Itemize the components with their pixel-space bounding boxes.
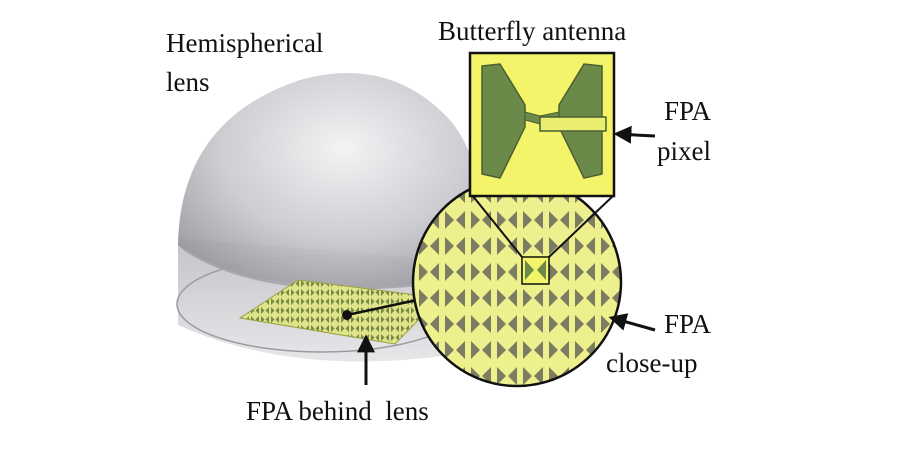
antenna-feed-line [539,116,607,132]
closeup-label-line2: close-up [606,348,697,378]
hemispherical-lens [176,73,479,362]
antenna-left-wing [481,63,526,179]
butterfly-antenna-icon [481,63,607,179]
pixel-label-line1: FPA [664,96,712,126]
lens-edge [184,249,421,290]
pixel-label-line2: pixel [657,136,711,166]
closeup-label-line1: FPA [664,309,712,339]
fpa-connector-line [346,298,418,317]
antenna-label: Butterfly antenna [438,16,626,46]
arrow-icon [608,313,656,332]
fpa-pixel-enlarged [468,51,616,198]
fpa-closeup-circle [411,176,623,388]
fpa-behind-lens-label: FPA behind lens [246,396,429,426]
lens-label-line2: lens [166,67,210,97]
closeup-pattern [413,178,621,386]
lens-dome [178,73,479,290]
lens-label-line1: Hemispherical [166,28,323,58]
zoom-line-left [471,194,523,258]
zoom-line-right [548,194,615,258]
fpa-array [238,279,442,345]
arrow-icon [613,125,656,144]
selected-pixel-antenna [525,260,546,280]
